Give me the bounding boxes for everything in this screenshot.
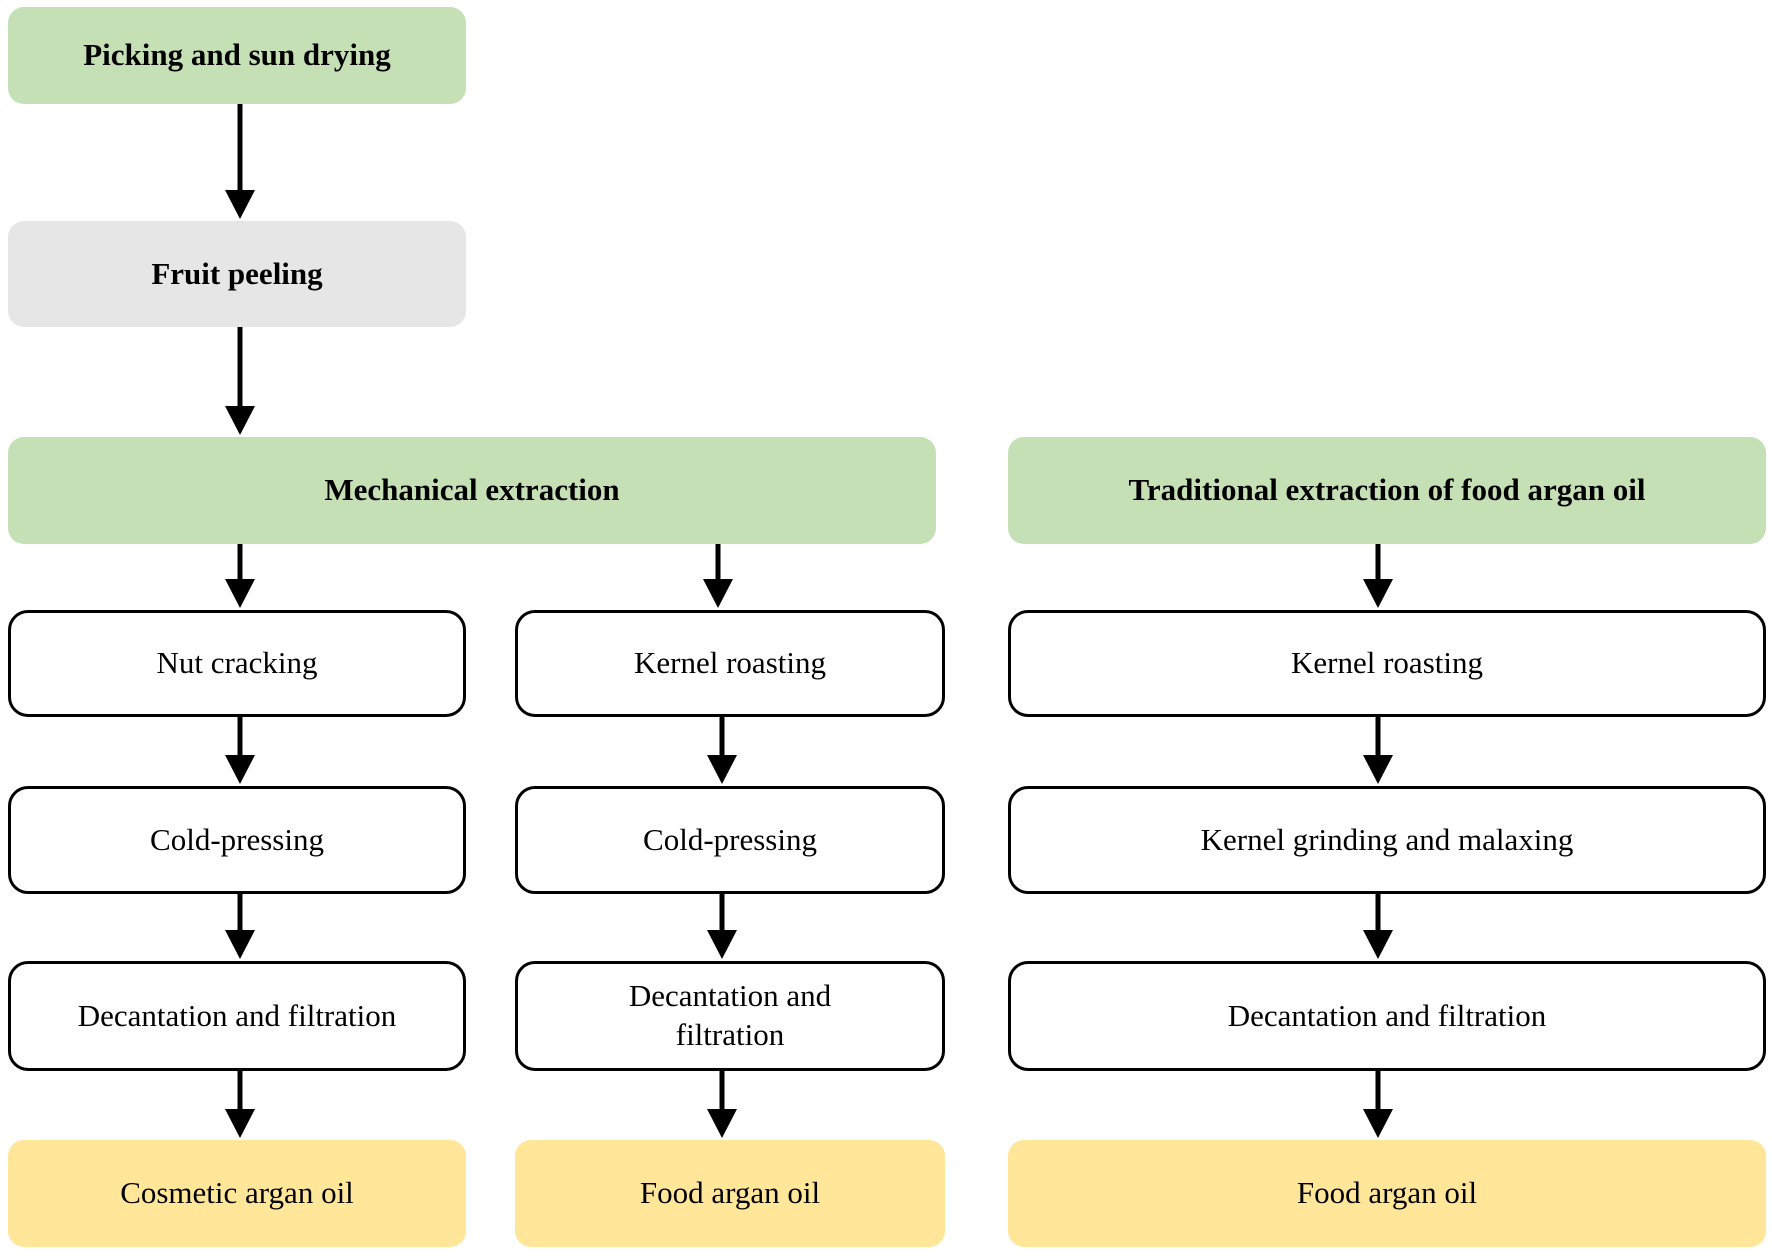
node-decantation-and-filtration-right: Decantation and filtration [1008, 961, 1766, 1071]
arrowhead-icon [1363, 579, 1393, 608]
arrowhead-icon [225, 190, 255, 219]
node-label: Traditional extraction of food argan oil [1128, 472, 1646, 508]
arrowhead-icon [1363, 930, 1393, 959]
node-decantation-and-filtration-middle: Decantation and filtration [515, 961, 945, 1071]
node-cold-pressing-left: Cold-pressing [8, 786, 466, 894]
arrow-nut_cracking-to-cold_pressing_left [225, 717, 255, 784]
arrow-mechanical-to-nut_cracking [225, 544, 255, 608]
arrow-cold_pressing_mid-to-decantation_mid [707, 894, 737, 959]
arrow-kernel_roasting_mid-to-cold_pressing_mid [707, 717, 737, 784]
node-label: Cosmetic argan oil [120, 1175, 354, 1211]
arrow-decantation_mid-to-food_oil_mid [707, 1071, 737, 1138]
arrow-traditional-to-kernel_roasting_right [1363, 544, 1393, 608]
node-label: Nut cracking [156, 645, 318, 681]
node-food-argan-oil-middle: Food argan oil [515, 1140, 945, 1247]
node-cold-pressing-middle: Cold-pressing [515, 786, 945, 894]
node-label: Decantation and filtration [628, 978, 832, 1052]
arrowhead-icon [707, 755, 737, 784]
arrow-picking-to-peeling [225, 104, 255, 219]
node-label: Food argan oil [1296, 1175, 1478, 1211]
arrowhead-icon [225, 1109, 255, 1138]
node-picking-and-sun-drying: Picking and sun drying [8, 7, 466, 104]
node-kernel-grinding-and-malaxing: Kernel grinding and malaxing [1008, 786, 1766, 894]
arrow-decantation_left-to-cosmetic_oil [225, 1071, 255, 1138]
node-kernel-roasting-mechanical: Kernel roasting [515, 610, 945, 717]
arrow-peeling-to-mechanical [225, 327, 255, 435]
node-food-argan-oil-right: Food argan oil [1008, 1140, 1766, 1247]
node-label: Decantation and filtration [1227, 997, 1547, 1033]
node-kernel-roasting-traditional: Kernel roasting [1008, 610, 1766, 717]
arrowhead-icon [1363, 755, 1393, 784]
arrowhead-icon [225, 579, 255, 608]
node-label: Fruit peeling [151, 255, 323, 291]
node-label: Mechanical extraction [324, 472, 620, 508]
node-traditional-extraction: Traditional extraction of food argan oil [1008, 437, 1766, 544]
arrowhead-icon [225, 930, 255, 959]
arrowhead-icon [1363, 1109, 1393, 1138]
node-label: Kernel roasting [634, 645, 826, 681]
arrowhead-icon [225, 755, 255, 784]
arrowhead-icon [707, 1109, 737, 1138]
node-label: Picking and sun drying [83, 37, 391, 73]
node-nut-cracking: Nut cracking [8, 610, 466, 717]
arrow-cold_pressing_left-to-decantation_left [225, 894, 255, 959]
node-label: Kernel grinding and malaxing [1200, 821, 1574, 857]
arrowhead-icon [225, 406, 255, 435]
arrow-kernel_roasting_right-to-kernel_grinding [1363, 717, 1393, 784]
node-fruit-peeling: Fruit peeling [8, 221, 466, 327]
node-decantation-and-filtration-left: Decantation and filtration [8, 961, 466, 1071]
node-label: Kernel roasting [1291, 645, 1483, 681]
node-mechanical-extraction: Mechanical extraction [8, 437, 936, 544]
arrow-mechanical-to-kernel_roasting_mid [703, 544, 733, 608]
arrow-kernel_grinding-to-decantation_right [1363, 894, 1393, 959]
arrow-decantation_right-to-food_oil_right [1363, 1071, 1393, 1138]
node-label: Decantation and filtration [77, 997, 397, 1033]
node-label: Food argan oil [639, 1175, 821, 1211]
node-label: Cold-pressing [150, 821, 324, 857]
node-label: Cold-pressing [643, 821, 817, 857]
arrowhead-icon [703, 579, 733, 608]
node-cosmetic-argan-oil: Cosmetic argan oil [8, 1140, 466, 1247]
arrowhead-icon [707, 930, 737, 959]
